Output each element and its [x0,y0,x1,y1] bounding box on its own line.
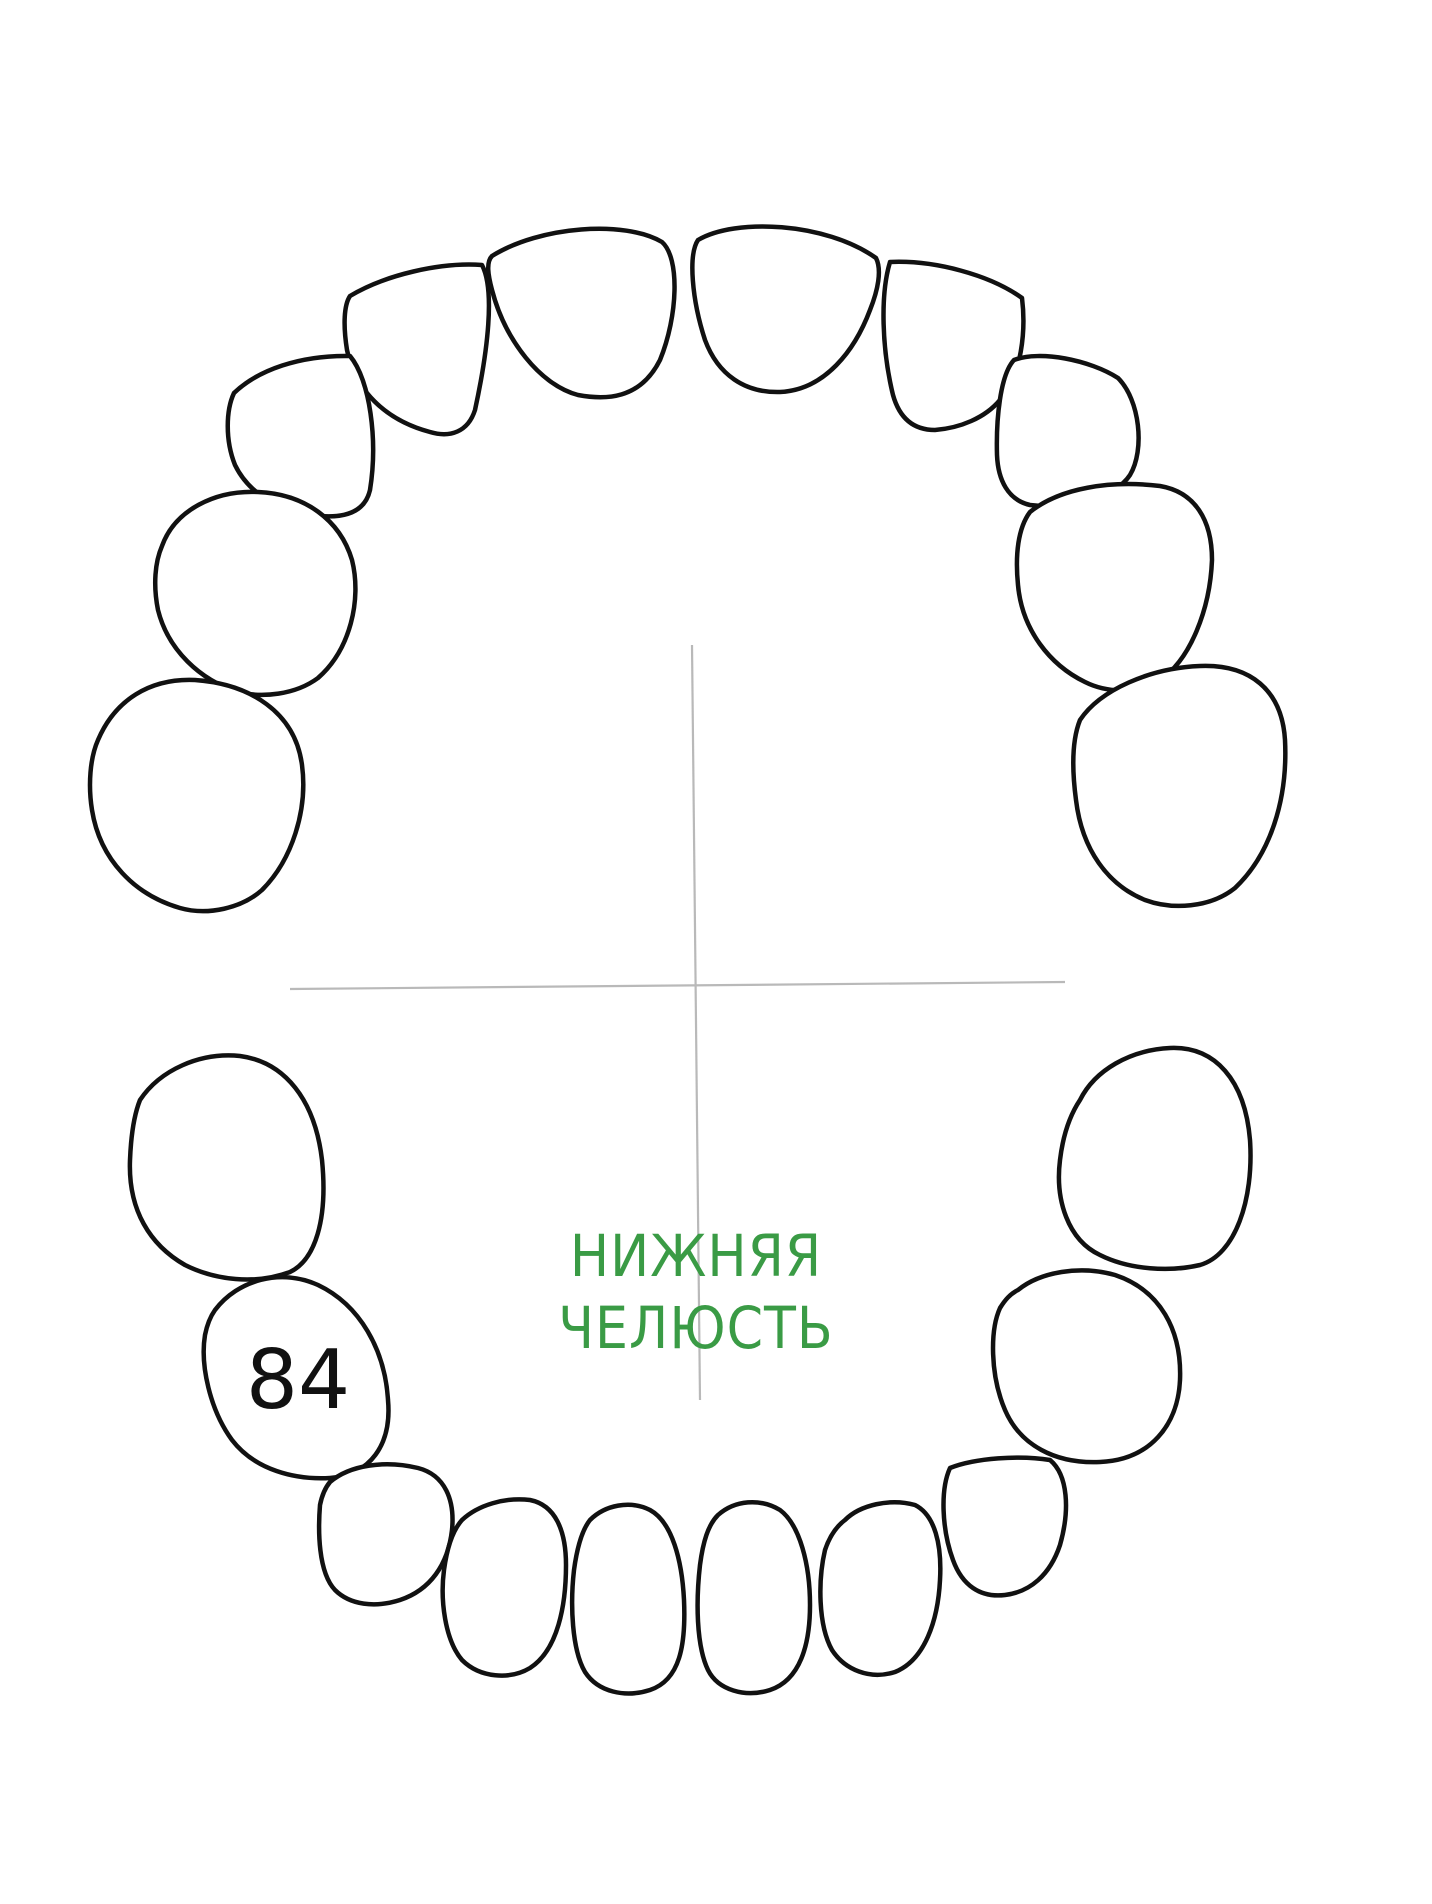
tooth-lower-left-first-molar [990,1268,1183,1465]
tooth-upper-right-second-molar [87,677,306,914]
lower-jaw [127,1045,1253,1696]
jaw-label-line-1: НИЖНЯЯ [570,1222,822,1290]
tooth-lower-right-second-molar [127,1053,326,1282]
tooth-lower-left-canine [941,1455,1069,1598]
tooth-upper-left-second-molar [1071,663,1288,909]
tooth-upper-right-central-incisor [486,226,677,400]
jaw-label-line-2: ЧЕЛЮСТЬ [558,1294,833,1362]
tooth-lower-right-lateral-incisor [440,1497,569,1678]
tooth-lower-left-central-incisor [695,1499,813,1696]
tooth-upper-right-canine [225,353,376,519]
vertical-midline [690,644,702,1401]
tooth-lower-left-second-molar [1056,1045,1253,1272]
upper-jaw [87,224,1288,914]
tooth-upper-right-first-molar [153,489,358,698]
horizontal-axis [289,980,1066,991]
tooth-upper-left-lateral-incisor [881,259,1026,433]
tooth-upper-right-lateral-incisor [342,262,492,437]
tooth-lower-right-central-incisor [569,1502,687,1696]
tooth-lower-left-lateral-incisor [818,1500,943,1678]
tooth-upper-left-first-molar [1014,481,1215,693]
tooth-number-label: 84 [246,1333,350,1428]
tooth-lower-right-canine [316,1462,455,1607]
tooth-upper-left-central-incisor [690,224,882,395]
